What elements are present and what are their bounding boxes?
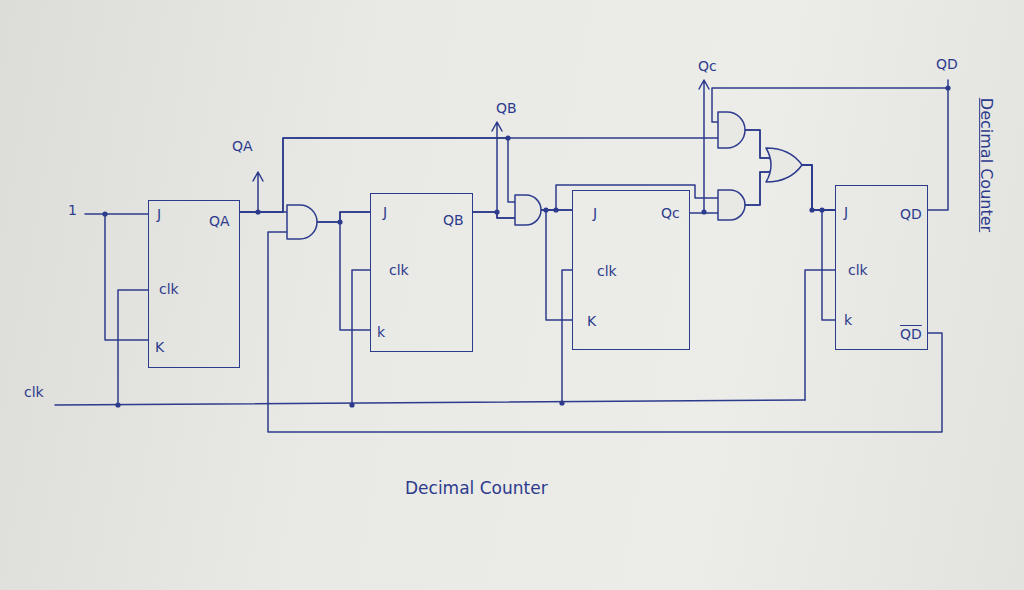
- pin-label: QD: [900, 206, 922, 222]
- jk-tie-wire: [340, 222, 370, 330]
- or-gate: [766, 148, 802, 182]
- caption: Decimal Counter: [405, 478, 548, 498]
- pin-label: J: [383, 204, 387, 220]
- signal-name: Qc: [698, 58, 717, 74]
- output-wire: [492, 122, 502, 212]
- junction-dot: [115, 402, 120, 407]
- clock-wire: [562, 270, 572, 403]
- signal-name: 1: [68, 202, 77, 218]
- flip-flop-box: JQDclkkQD: [835, 185, 928, 350]
- side-title: Decimal Counter: [978, 98, 994, 232]
- and-gate: [515, 195, 541, 225]
- pin-label: J: [157, 206, 161, 222]
- output-wire: [253, 172, 263, 212]
- and-gate: [718, 112, 745, 148]
- flip-flop-box: J QA clkK: [148, 200, 240, 368]
- pin-label: K: [587, 313, 596, 329]
- pin-label: QD: [900, 326, 922, 342]
- pin-label: clk: [389, 262, 409, 278]
- flip-flop-box: J Qc clkK: [572, 190, 690, 350]
- output-wire: [699, 80, 709, 212]
- clock-wire: [118, 290, 148, 405]
- pin-label: J: [844, 204, 848, 220]
- signal-wire: [712, 88, 948, 210]
- signal-name: QD: [936, 56, 958, 72]
- pin-label: Qc: [661, 205, 680, 221]
- pin-label: clk: [848, 262, 868, 278]
- junction-dot: [559, 400, 564, 405]
- junction-dot: [102, 211, 107, 216]
- pin-label: J: [593, 205, 597, 221]
- jk-tie-wire: [822, 210, 835, 320]
- pin-label: k: [844, 312, 852, 328]
- pin-label: QA: [209, 213, 230, 229]
- clock-wire: [352, 270, 370, 405]
- pin-label: QB: [443, 212, 464, 228]
- signal-name: QA: [232, 138, 253, 154]
- signal-name: QB: [496, 100, 517, 116]
- junction-dot: [349, 402, 354, 407]
- pin-label: k: [377, 324, 385, 340]
- signal-name: clk: [24, 384, 44, 400]
- signal-wire: [690, 165, 835, 213]
- and-gate: [718, 190, 745, 220]
- flip-flop-box: J QB clk k: [370, 193, 473, 352]
- junction-dot: [701, 209, 706, 214]
- pin-label: K: [155, 339, 164, 355]
- and-gate: [287, 205, 317, 239]
- clock-bus: [55, 400, 805, 405]
- pin-label: clk: [597, 263, 617, 279]
- jk-tie-wire: [546, 210, 572, 320]
- clock-wire: [805, 270, 835, 400]
- input-wire: [85, 214, 148, 340]
- pin-label: clk: [159, 281, 179, 297]
